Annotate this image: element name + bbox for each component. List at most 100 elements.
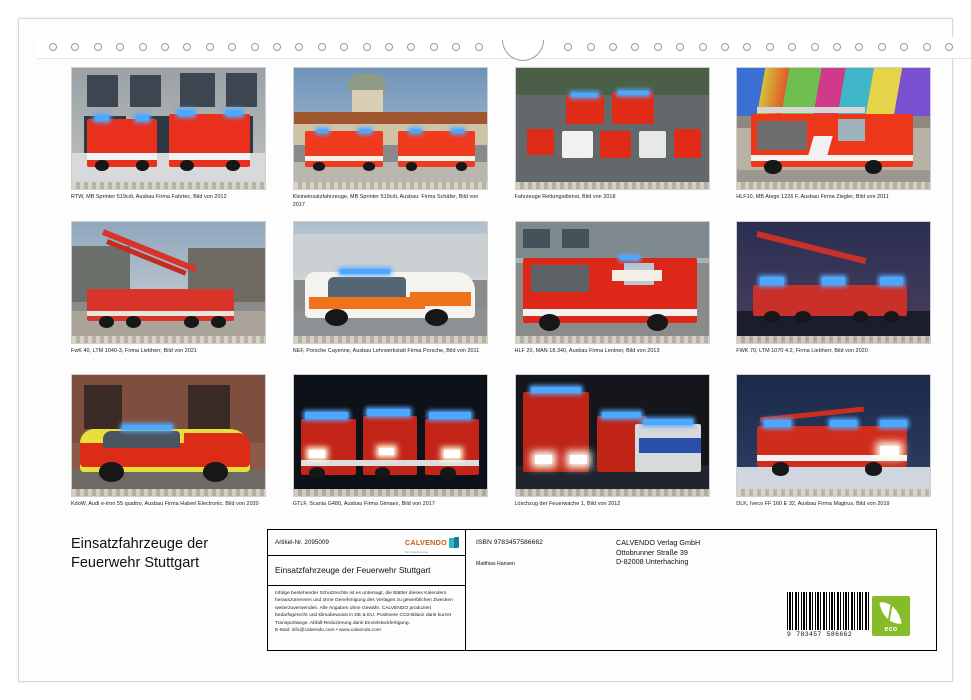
binding-hole xyxy=(631,43,640,51)
photo-5 xyxy=(71,220,266,344)
barcode-group-2: 586662 xyxy=(826,631,853,638)
binding-hole xyxy=(138,43,147,51)
binding-hole xyxy=(653,43,662,51)
product-info-box: Artikel-Nr. 2095009 CALVENDO Der Kalende… xyxy=(267,529,937,651)
binding-hole xyxy=(922,43,931,51)
photo-caption: Löschzug der Feuerwache 1, Bild von 2012 xyxy=(514,501,621,508)
spiral-binding-strip xyxy=(37,37,971,61)
binding-hole xyxy=(183,43,192,51)
binding-hole xyxy=(474,43,483,51)
binding-hole xyxy=(161,43,169,51)
barcode-lead-digit: 9 xyxy=(787,631,792,638)
binding-hole xyxy=(407,43,416,51)
legal-notice-text: Infolge bestehender Schutzrechte ist es … xyxy=(275,591,453,634)
legal-notice-row: Infolge bestehender Schutzrechte ist es … xyxy=(268,586,465,650)
calvendo-wordmark: CALVENDO xyxy=(404,537,447,547)
binding-hole xyxy=(698,43,707,51)
photo-caption: NEF, Porsche Cayenne, Ausbau Lehrwerksta… xyxy=(292,347,480,354)
binding-hole xyxy=(205,43,214,51)
binding-hole xyxy=(676,43,685,51)
binding-hole xyxy=(743,43,752,51)
isbn-number: ISBN 9783457586662 xyxy=(476,539,543,546)
barcode: 9 783457 586662 xyxy=(787,592,869,638)
binding-hole xyxy=(945,43,953,51)
photo-cell: NEF, Porsche Cayenne, Ausbau Lehrwerksta… xyxy=(292,220,494,369)
publisher-address: CALVENDO Verlag GmbH Ottobrunner Straße … xyxy=(616,538,701,567)
photo-1 xyxy=(71,67,266,190)
binding-hole xyxy=(452,43,461,51)
barcode-bars-icon xyxy=(787,592,869,630)
photo-9 xyxy=(71,374,266,498)
photo-caption: DLK, Iveco FF 160 E 32, Ausbau Firma Mag… xyxy=(736,501,890,508)
binding-hole xyxy=(362,43,371,51)
binding-hole xyxy=(385,43,393,51)
binding-hole xyxy=(765,43,774,51)
photo-6 xyxy=(292,220,488,344)
photo-caption: Fahrzeuge Rettungsdienst, Bild von 2018 xyxy=(514,194,616,200)
page-title-line-2: Feuerwehr Stuttgart xyxy=(71,555,200,572)
product-info-right-column: ISBN 9783457586662 Matthias Hansen CALVE… xyxy=(466,530,936,650)
photo-4 xyxy=(736,67,932,190)
photo-caption: HLF 20, MAN 18.340, Ausbau Firma Lentner… xyxy=(514,347,660,354)
photo-11 xyxy=(514,374,710,498)
binding-hole xyxy=(71,43,80,51)
photo-8 xyxy=(736,220,932,344)
photo-cell: HLF10, MB Atego 1226 F, Ausbau Firma Zie… xyxy=(736,67,937,215)
photo-cell: DLK, Iveco FF 160 E 32, Ausbau Firma Mag… xyxy=(736,374,937,522)
barcode-box: 9 783457 586662 eco xyxy=(771,529,937,651)
binding-hole xyxy=(810,43,819,51)
hanging-notch-icon xyxy=(502,40,544,61)
photo-caption: RTW, MB Sprinter 519cdi, Ausbau Firma Fa… xyxy=(71,194,227,200)
binding-hole xyxy=(429,43,438,51)
binding-hole xyxy=(833,43,841,51)
binding-hole xyxy=(273,43,281,51)
footer-area: Einsatzfahrzeuge der Feuerwehr Stuttgart… xyxy=(71,529,937,653)
photo-cell: HLF 20, MAN 18.340, Ausbau Firma Lentner… xyxy=(514,220,716,369)
photo-cell: GTLF, Scania G480, Ausbau Firma Gimaex, … xyxy=(292,374,494,522)
binding-hole xyxy=(564,43,573,51)
binding-hole xyxy=(295,43,304,51)
binding-hole xyxy=(855,43,864,51)
page-title-line-1: Einsatzfahrzeuge der xyxy=(71,536,209,552)
photo-10 xyxy=(292,374,488,498)
calendar-sheet: RTW, MB Sprinter 519cdi, Ausbau Firma Fa… xyxy=(18,18,971,682)
eco-badge-icon: eco xyxy=(872,596,910,636)
binding-hole xyxy=(93,43,102,51)
photo-caption: GTLF, Scania G480, Ausbau Firma Gimaex, … xyxy=(292,501,435,508)
binding-hole xyxy=(116,43,125,51)
photo-12 xyxy=(736,374,932,498)
product-info-left-column: Artikel-Nr. 2095009 CALVENDO Der Kalende… xyxy=(268,530,466,650)
barcode-digits: 9 783457 586662 xyxy=(787,631,869,638)
photo-cell: FWK 70, LTM 1070 4.2, Firma Liebherr, Bi… xyxy=(736,220,937,369)
photo-caption: KdoW, Audi e-tron 55 quattro, Ausbau Fir… xyxy=(71,501,259,508)
binding-hole xyxy=(49,43,57,51)
page-title: Einsatzfahrzeuge der Feuerwehr Stuttgart xyxy=(71,535,261,574)
book-icon xyxy=(449,536,459,549)
article-number: Artikel-Nr. 2095009 xyxy=(275,539,329,546)
binding-hole xyxy=(721,43,729,51)
article-number-row: Artikel-Nr. 2095009 CALVENDO Der Kalende… xyxy=(268,530,465,556)
binding-hole xyxy=(228,43,237,51)
binding-hole xyxy=(900,43,909,51)
photo-cell: Fahrzeuge Rettungsdienst, Bild von 2018 xyxy=(514,67,716,215)
binding-hole xyxy=(250,43,259,51)
binding-hole xyxy=(586,43,595,51)
photo-7 xyxy=(514,220,710,344)
calvendo-logo: CALVENDO Der Kalenderverlag xyxy=(405,532,459,554)
photo-3 xyxy=(514,67,710,190)
photo-caption: FWK 70, LTM 1070 4.2, Firma Liebherr, Bi… xyxy=(736,347,868,354)
author-name: Matthias Hansen xyxy=(476,561,515,567)
photo-caption: FwK 40, LTM 1040-3, Firma Liebherr, Bild… xyxy=(71,347,197,354)
product-name-row: Einsatzfahrzeuge der Feuerwehr Stuttgart xyxy=(268,556,465,586)
binding-hole xyxy=(788,43,797,51)
binding-hole xyxy=(317,43,326,51)
photo-grid: RTW, MB Sprinter 519cdi, Ausbau Firma Fa… xyxy=(71,67,937,522)
calvendo-tagline: Der Kalenderverlag xyxy=(404,550,429,554)
photo-cell: Kleineinsatzfahrzeuge, MB Sprinter 519cd… xyxy=(292,67,494,215)
binding-hole xyxy=(609,43,617,51)
photo-caption: Kleineinsatzfahrzeuge, MB Sprinter 519cd… xyxy=(292,194,479,208)
photo-caption: HLF10, MB Atego 1226 F, Ausbau Firma Zie… xyxy=(736,194,889,200)
photo-cell: FwK 40, LTM 1040-3, Firma Liebherr, Bild… xyxy=(71,220,272,369)
photo-cell: RTW, MB Sprinter 519cdi, Ausbau Firma Fa… xyxy=(71,67,272,215)
